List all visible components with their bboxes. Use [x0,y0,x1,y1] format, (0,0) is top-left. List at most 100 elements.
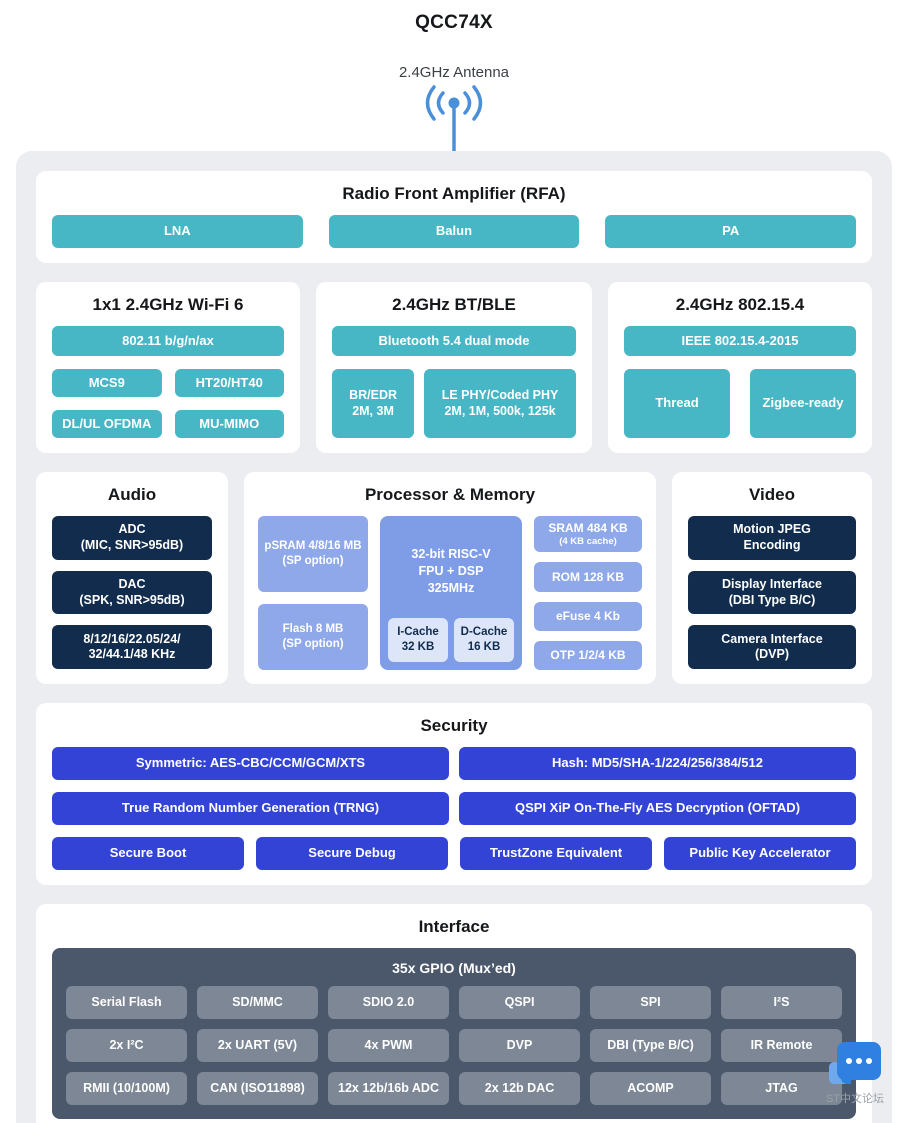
security-title: Security [420,716,488,735]
rmii-block: RMII (10/100M) [66,1072,187,1105]
acomp-block: ACOMP [590,1072,711,1105]
video-card: Video Motion JPEG Encoding Display Inter… [672,472,872,684]
onchip-memory-column: SRAM 484 KB (4 KB cache) ROM 128 KB eFus… [534,516,642,670]
radio-row: 1x1 2.4GHz Wi-Fi 6 802.11 b/g/n/ax MCS9 … [36,282,872,453]
pka-block: Public Key Accelerator [664,837,856,870]
cpu-label: 32-bit RISC-V FPU + DSP 325MHz [411,546,491,595]
flash-block: Flash 8 MB (SP option) [258,603,368,670]
rom-block: ROM 128 KB [534,562,642,592]
bt-feature-grid: BR/EDR 2M, 3M LE PHY/Coded PHY 2M, 1M, 5… [332,369,576,438]
uart-block: 2x UART (5V) [197,1029,318,1062]
trng-block: True Random Number Generation (TRNG) [52,792,449,825]
cache-row: I-Cache 32 KB D-Cache 16 KB [388,618,514,662]
antenna-icon [425,85,483,151]
display-interface-block: Display Interface (DBI Type B/C) [688,570,856,615]
adc-block: ADC (MIC, SNR>95dB) [52,516,212,560]
ht-block: HT20/HT40 [174,369,284,397]
lna-block: LNA [52,215,303,248]
audio-title: Audio [107,485,157,504]
watermark-label: ST中文论坛 [825,1093,885,1105]
adc-interface-block: 12x 12b/16b ADC [328,1072,449,1105]
gpio-header: 35x GPIO (Mux’ed) [392,960,516,976]
bredr-block: BR/EDR 2M, 3M [332,369,415,438]
bt-card: 2.4GHz BT/BLE Bluetooth 5.4 dual mode BR… [316,282,592,453]
rfa-blocks: LNA Balun PA [52,215,856,248]
icache-block: I-Cache 32 KB [388,618,448,662]
zigbee-card: 2.4GHz 802.15.4 IEEE 802.15.4-2015 Threa… [608,282,872,453]
audio-blocks: ADC (MIC, SNR>95dB) DAC (SPK, SNR>95dB) … [52,516,212,670]
spi-block: SPI [590,986,711,1019]
pwm-block: 4x PWM [328,1029,449,1062]
can-block: CAN (ISO11898) [197,1072,318,1105]
security-card: Security Symmetric: AES-CBC/CCM/GCM/XTS … [36,703,872,885]
i2c-block: 2x I²C [66,1029,187,1062]
zigbee-feature-grid: Thread Zigbee-ready [624,369,856,438]
balun-block: Balun [328,215,580,248]
wifi-standard-block: 802.11 b/g/n/ax [52,326,284,356]
efuse-block: eFuse 4 Kb [534,601,642,631]
wifi-card: 1x1 2.4GHz Wi-Fi 6 802.11 b/g/n/ax MCS9 … [36,282,300,453]
psram-block: pSRAM 4/8/16 MB (SP option) [258,516,368,592]
oftad-block: QSPI XiP On-The-Fly AES Decryption (OFTA… [459,792,856,825]
sdio-block: SDIO 2.0 [328,986,449,1019]
dac-block: DAC (SPK, SNR>95dB) [52,570,212,615]
ieee-standard-block: IEEE 802.15.4-2015 [624,326,856,356]
otp-label: OTP 1/2/4 KB [550,648,626,663]
processor-body: pSRAM 4/8/16 MB (SP option) Flash 8 MB (… [258,516,642,670]
video-title: Video [749,485,795,504]
security-row-1: Symmetric: AES-CBC/CCM/GCM/XTS Hash: MD5… [52,747,856,780]
jtag-block: JTAG [721,1072,842,1105]
audio-card: Audio ADC (MIC, SNR>95dB) DAC (SPK, SNR>… [36,472,228,684]
otp-block: OTP 1/2/4 KB [534,640,642,670]
hash-block: Hash: MD5/SHA-1/224/256/384/512 [459,747,856,780]
security-row-2: True Random Number Generation (TRNG) QSP… [52,792,856,825]
dac-interface-block: 2x 12b DAC [459,1072,580,1105]
mjpeg-block: Motion JPEG Encoding [688,516,856,560]
sram-sub-label: (4 KB cache) [559,536,617,548]
antenna-label: 2.4GHz Antenna [398,64,510,81]
forum-logo-chat-dots [837,1042,881,1080]
interface-grid: Serial Flash SD/MMC SDIO 2.0 QSPI SPI I²… [66,986,842,1105]
rom-label: ROM 128 KB [551,570,625,585]
middle-row: Audio ADC (MIC, SNR>95dB) DAC (SPK, SNR>… [36,472,872,684]
mcs9-block: MCS9 [52,369,162,397]
forum-logo-tail [841,1076,851,1084]
sdmmc-block: SD/MMC [197,986,318,1019]
pa-block: PA [605,215,856,248]
forum-logo-icon [829,1042,881,1086]
gpio-panel: 35x GPIO (Mux’ed) Serial Flash SD/MMC SD… [52,948,856,1119]
qspi-block: QSPI [459,986,580,1019]
security-row-3: Secure Boot Secure Debug TrustZone Equiv… [52,837,856,870]
zigbee-title: 2.4GHz 802.15.4 [675,295,805,314]
zigbee-ready-block: Zigbee-ready [750,369,856,438]
security-blocks: Symmetric: AES-CBC/CCM/GCM/XTS Hash: MD5… [52,747,856,870]
thread-block: Thread [624,369,730,438]
ir-remote-block: IR Remote [721,1029,842,1062]
rfa-title: Radio Front Amplifier (RFA) [342,184,566,203]
dvp-block: DVP [459,1029,580,1062]
interface-title: Interface [418,917,490,936]
secure-debug-block: Secure Debug [256,837,448,870]
camera-interface-block: Camera Interface (DVP) [688,625,856,670]
symmetric-block: Symmetric: AES-CBC/CCM/GCM/XTS [52,747,449,780]
trustzone-block: TrustZone Equivalent [460,837,652,870]
cpu-block: 32-bit RISC-V FPU + DSP 325MHz I-Cache 3… [380,516,522,670]
sram-label: SRAM 484 KB [548,521,628,536]
ofdma-block: DL/UL OFDMA [52,410,162,438]
interface-card: Interface 35x GPIO (Mux’ed) Serial Flash… [36,904,872,1123]
i2s-block: I²S [721,986,842,1019]
sram-block: SRAM 484 KB (4 KB cache) [534,516,642,553]
soc-container: Radio Front Amplifier (RFA) LNA Balun PA… [16,151,892,1123]
bt-title: 2.4GHz BT/BLE [392,295,516,314]
wifi-feature-grid: MCS9 HT20/HT40 DL/UL OFDMA MU-MIMO [52,369,284,438]
video-blocks: Motion JPEG Encoding Display Interface (… [688,516,856,670]
watermark: ST中文论坛 [818,1042,892,1106]
processor-memory-card: Processor & Memory pSRAM 4/8/16 MB (SP o… [244,472,656,684]
bt-standard-block: Bluetooth 5.4 dual mode [332,326,576,356]
external-memory-column: pSRAM 4/8/16 MB (SP option) Flash 8 MB (… [258,516,368,670]
secure-boot-block: Secure Boot [52,837,244,870]
processor-title: Processor & Memory [364,485,536,504]
serial-flash-block: Serial Flash [66,986,187,1019]
dbi-block: DBI (Type B/C) [590,1029,711,1062]
